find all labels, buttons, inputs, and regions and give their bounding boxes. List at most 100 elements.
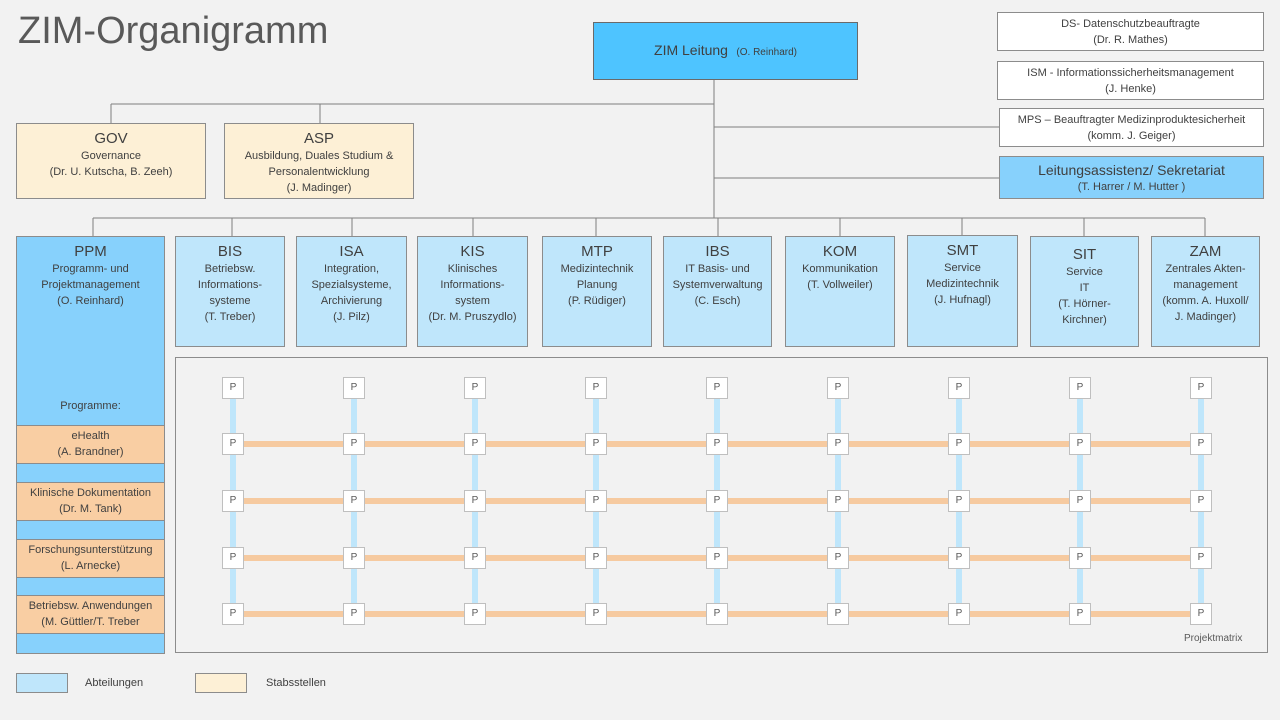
zim-lead-box: ZIM Leitung (O. Reinhard) <box>593 22 858 80</box>
matrix-project-node: P <box>827 603 849 625</box>
dept-line: J. Madinger) <box>1174 311 1237 323</box>
dept-line: Kirchner) <box>1062 314 1107 326</box>
matrix-project-node: P <box>1190 377 1212 399</box>
program-betriebsw-anwendungen: Betriebsw. Anwendungen (M. Güttler/T. Tr… <box>16 595 165 634</box>
project-matrix-caption: Projektmatrix <box>1184 633 1243 644</box>
ppm-line: (O. Reinhard) <box>57 295 124 307</box>
matrix-project-node: P <box>464 377 486 399</box>
matrix-project-node: P <box>343 547 365 569</box>
assistant-box: Leitungsassistenz/ Sekretariat (T. Harre… <box>999 156 1264 199</box>
matrix-project-node: P <box>222 433 244 455</box>
matrix-project-node: P <box>1069 377 1091 399</box>
program-title: eHealth <box>71 430 110 442</box>
legend-departments-label: Abteilungen <box>85 677 144 689</box>
dept-line: (T. Treber) <box>204 311 256 323</box>
matrix-project-node: P <box>222 377 244 399</box>
matrix-project-node: P <box>1069 603 1091 625</box>
matrix-project-node: P <box>948 547 970 569</box>
matrix-project-node: P <box>343 433 365 455</box>
matrix-project-node: P <box>1069 433 1091 455</box>
dept-abbr: KIS <box>460 243 485 260</box>
matrix-project-node: P <box>827 377 849 399</box>
dept-isa-box: ISA Integration, Spezialsysteme, Archivi… <box>296 236 407 347</box>
staff-ism-box: ISM - Informationssicherheitsmanagement … <box>997 61 1264 100</box>
dept-smt-box: SMT Service Medizintechnik (J. Hufnagl) <box>907 235 1018 347</box>
matrix-project-node: P <box>585 547 607 569</box>
dept-line: Service <box>944 262 981 274</box>
assistant-person: (T. Harrer / M. Hutter ) <box>1077 181 1186 193</box>
matrix-project-node: P <box>1190 547 1212 569</box>
legend-staff-swatch <box>195 673 247 693</box>
program-ehealth: eHealth (A. Brandner) <box>16 425 165 464</box>
dept-line: Klinisches <box>447 263 498 275</box>
matrix-project-node: P <box>585 377 607 399</box>
ppm-abbr: PPM <box>74 243 107 260</box>
dept-line: Informations- <box>197 279 263 291</box>
dept-line: Betriebsw. <box>204 263 256 275</box>
program-person: (L. Arnecke) <box>60 560 121 572</box>
matrix-project-node: P <box>827 547 849 569</box>
dept-line: (komm. A. Huxoll/ <box>1162 295 1249 307</box>
program-person: (Dr. M. Tank) <box>59 503 122 515</box>
dept-kom-box: KOM Kommunikation (T. Vollweiler) <box>785 236 895 347</box>
program-person: (M. Güttler/T. Treber <box>41 616 140 628</box>
staff-ds-box: DS- Datenschutzbeauftragte (Dr. R. Mathe… <box>997 12 1264 51</box>
program-title: Betriebsw. Anwendungen <box>28 600 153 612</box>
stab-asp-line: Ausbildung, Duales Studium & <box>244 150 394 162</box>
matrix-project-node: P <box>706 490 728 512</box>
matrix-project-node: P <box>1069 490 1091 512</box>
matrix-project-node: P <box>948 377 970 399</box>
dept-abbr: SIT <box>1072 246 1097 263</box>
program-person: (A. Brandner) <box>57 446 124 458</box>
dept-sit-box: SIT Service IT (T. Hörner- Kirchner) <box>1030 236 1139 347</box>
matrix-project-node: P <box>464 490 486 512</box>
matrix-project-node: P <box>464 547 486 569</box>
dept-abbr: ZAM <box>1189 243 1222 260</box>
matrix-project-node: P <box>1190 433 1212 455</box>
dept-line: (J. Hufnagl) <box>934 294 991 306</box>
matrix-project-node: P <box>706 603 728 625</box>
dept-abbr: SMT <box>946 242 979 259</box>
dept-line: (C. Esch) <box>694 295 741 307</box>
ppm-line: Programm- und <box>52 263 129 275</box>
dept-line: Informations- <box>440 279 505 291</box>
staff-ds-title: DS- Datenschutzbeauftragte <box>1061 18 1200 30</box>
stab-asp-line: Personalentwicklung <box>268 166 370 178</box>
matrix-project-node: P <box>706 547 728 569</box>
dept-line: systeme <box>209 295 251 307</box>
matrix-project-node: P <box>585 603 607 625</box>
dept-line: management <box>1173 279 1238 291</box>
dept-line: Medizintechnik <box>560 263 634 275</box>
dept-kis-box: KIS Klinisches Informations- system (Dr.… <box>417 236 528 347</box>
matrix-project-node: P <box>343 490 365 512</box>
matrix-project-node: P <box>948 433 970 455</box>
matrix-project-node: P <box>948 603 970 625</box>
matrix-project-node: P <box>706 377 728 399</box>
matrix-project-node: P <box>827 490 849 512</box>
matrix-project-node: P <box>464 433 486 455</box>
dept-line: (T. Vollweiler) <box>807 279 873 291</box>
matrix-project-node: P <box>464 603 486 625</box>
staff-mps-person: (komm. J. Geiger) <box>1087 130 1176 142</box>
ppm-programs-label: Programme: <box>60 400 121 412</box>
dept-abbr: ISA <box>339 243 364 260</box>
program-forschungsunterstuetzung: Forschungsunterstützung (L. Arnecke) <box>16 539 165 578</box>
stab-gov-box: GOV Governance (Dr. U. Kutscha, B. Zeeh) <box>16 123 206 199</box>
dept-line: Medizintechnik <box>926 278 999 290</box>
dept-line: Kommunikation <box>802 263 878 275</box>
stab-gov-line: Governance <box>81 150 141 162</box>
dept-line: Integration, <box>323 263 380 275</box>
dept-line: Archivierung <box>320 295 383 307</box>
dept-abbr: IBS <box>705 243 730 260</box>
dept-mtp-box: MTP Medizintechnik Planung (P. Rüdiger) <box>542 236 652 347</box>
dept-zam-box: ZAM Zentrales Akten- management (komm. A… <box>1151 236 1260 347</box>
dept-bis-box: BIS Betriebsw. Informations- systeme (T.… <box>175 236 285 347</box>
program-klinische-dokumentation: Klinische Dokumentation (Dr. M. Tank) <box>16 482 165 521</box>
dept-line: (J. Pilz) <box>333 311 370 323</box>
dept-abbr: KOM <box>822 243 858 260</box>
staff-mps-box: MPS – Beauftragter Medizinproduktesicher… <box>999 108 1264 147</box>
dept-line: Zentrales Akten- <box>1165 263 1246 275</box>
dept-ibs-box: IBS IT Basis- und Systemverwaltung (C. E… <box>663 236 772 347</box>
